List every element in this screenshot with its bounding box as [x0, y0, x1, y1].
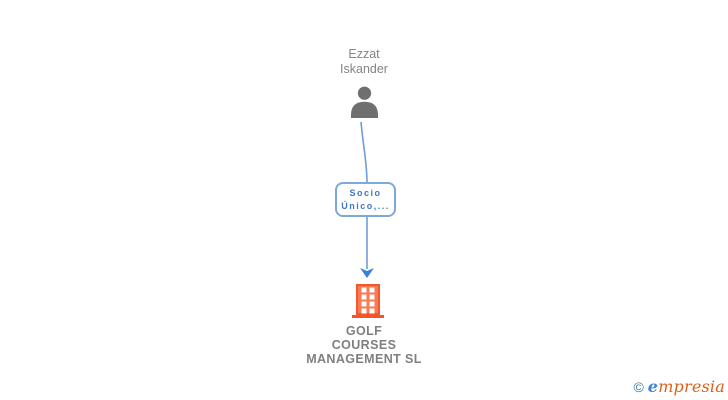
brand-word-rest: mpresia: [658, 377, 725, 396]
person-name-line2: Iskander: [340, 62, 388, 76]
brand-wordmark: empresia: [648, 377, 725, 396]
edge-label-line2: Único,...: [341, 200, 390, 211]
edge-label-line1: Socio: [349, 187, 382, 198]
company-name-line2: COURSES: [331, 338, 397, 352]
person-silhouette-icon[interactable]: [350, 86, 379, 118]
company-node-name[interactable]: GOLF COURSES MANAGEMENT SL: [284, 324, 444, 366]
brand-letter-e: e: [647, 377, 659, 396]
person-name-line1: Ezzat: [348, 47, 380, 61]
arrowhead-icon: [360, 268, 374, 278]
person-node-name[interactable]: Ezzat Iskander: [284, 47, 444, 77]
building-icon[interactable]: [352, 284, 384, 318]
copyright-icon: ©: [633, 379, 644, 395]
brand-logo[interactable]: © empresia: [633, 377, 725, 396]
company-name-line1: GOLF: [345, 324, 383, 338]
edge-relation-label[interactable]: Socio Único,...: [335, 182, 396, 217]
edge-curve-top: [360, 121, 368, 184]
company-name-line3: MANAGEMENT SL: [306, 352, 422, 366]
